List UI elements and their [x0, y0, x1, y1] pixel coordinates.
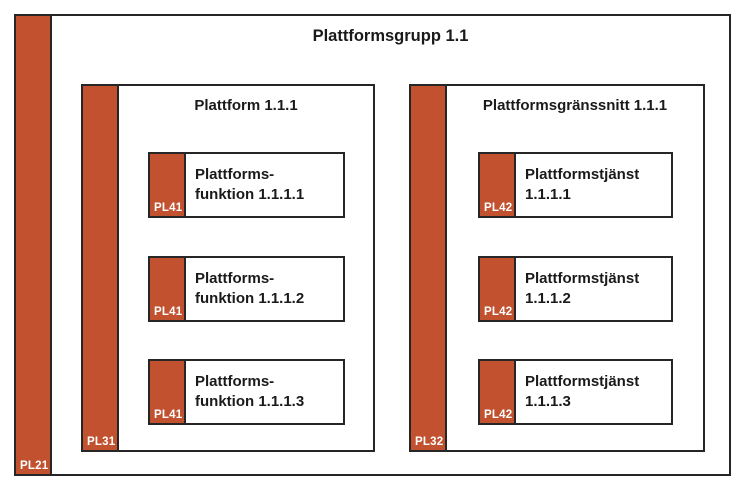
- platform-tag: PL31: [87, 436, 116, 448]
- platform-interface-title: Plattformsgränssnitt 1.1.1: [482, 97, 668, 114]
- platform-function-box-2: PL41 Plattforms- funktion 1.1.1.2: [148, 256, 345, 322]
- platform-interface-tab: PL32: [411, 86, 447, 450]
- platform-group-tag: PL21: [20, 460, 49, 472]
- platform-service-title: Plattformstjänst 1.1.1.1: [525, 166, 640, 203]
- platform-function-tab: PL41: [150, 154, 186, 216]
- platform-box: PL31 Plattform 1.1.1 PL41 Plattforms- fu…: [81, 84, 375, 452]
- platform-group-tab: PL21: [16, 16, 52, 474]
- platform-function-tag: PL41: [154, 306, 183, 318]
- platform-interface-tag: PL32: [415, 436, 444, 448]
- platform-function-box-1: PL41 Plattforms- funktion 1.1.1.1: [148, 152, 345, 218]
- platform-group-title: Plattformsgrupp 1.1: [312, 27, 469, 45]
- platform-tab: PL31: [83, 86, 119, 450]
- platform-function-tab: PL41: [150, 361, 186, 423]
- platform-service-box-2: PL42 Plattformstjänst 1.1.1.2: [478, 256, 673, 322]
- platform-function-tab: PL41: [150, 258, 186, 320]
- platform-service-tag: PL42: [484, 306, 513, 318]
- platform-function-title: Plattforms- funktion 1.1.1.1: [195, 166, 305, 203]
- platform-service-tab: PL42: [480, 361, 516, 423]
- platform-service-box-1: PL42 Plattformstjänst 1.1.1.1: [478, 152, 673, 218]
- platform-service-title: Plattformstjänst 1.1.1.3: [525, 373, 640, 410]
- platform-service-tag: PL42: [484, 409, 513, 421]
- platform-group-box: PL21 Plattformsgrupp 1.1 PL31 Plattform …: [14, 14, 731, 476]
- platform-function-tag: PL41: [154, 202, 183, 214]
- platform-function-title: Plattforms- funktion 1.1.1.3: [195, 373, 305, 410]
- platform-service-box-3: PL42 Plattformstjänst 1.1.1.3: [478, 359, 673, 425]
- platform-service-tag: PL42: [484, 202, 513, 214]
- platform-service-title: Plattformstjänst 1.1.1.2: [525, 270, 640, 307]
- platform-service-tab: PL42: [480, 154, 516, 216]
- platform-service-tab: PL42: [480, 258, 516, 320]
- platform-function-box-3: PL41 Plattforms- funktion 1.1.1.3: [148, 359, 345, 425]
- platform-interface-box: PL32 Plattformsgränssnitt 1.1.1 PL42 Pla…: [409, 84, 705, 452]
- platform-title: Plattform 1.1.1: [194, 97, 298, 114]
- platform-function-title: Plattforms- funktion 1.1.1.2: [195, 270, 305, 307]
- platform-function-tag: PL41: [154, 409, 183, 421]
